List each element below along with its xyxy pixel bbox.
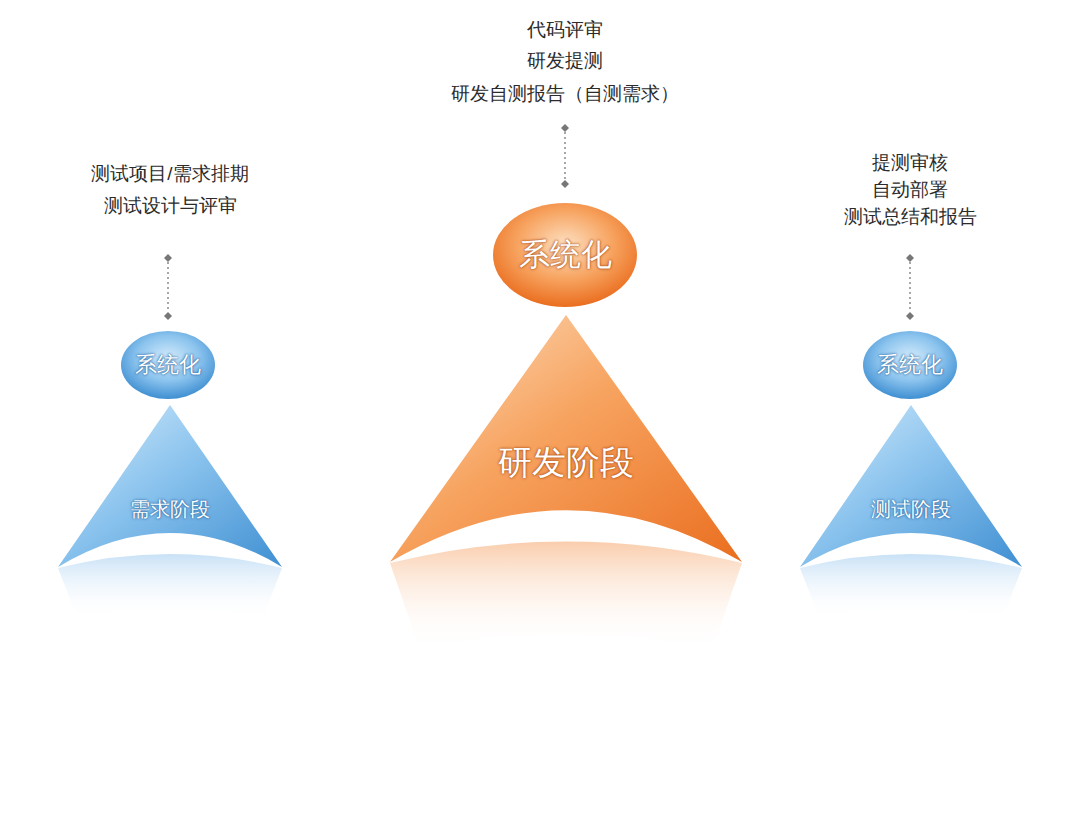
item-label: 自动部署 <box>872 177 948 203</box>
triangle-fill <box>58 405 282 567</box>
reflection <box>58 554 282 620</box>
triangle-shape <box>800 405 1022 567</box>
item-label: 代码评审 <box>527 17 603 43</box>
ellipse-node: 系统化 <box>120 330 216 400</box>
ellipse-label: 系统化 <box>877 350 943 380</box>
ellipse-node: 系统化 <box>862 330 958 400</box>
leader-dot <box>906 312 914 320</box>
stage-label: 需求阶段 <box>130 495 210 522</box>
ellipse-label: 系统化 <box>519 234 612 276</box>
leader-dot <box>164 312 172 320</box>
stage-triangle: 需求阶段 <box>58 405 282 567</box>
ellipse-label: 系统化 <box>135 350 201 380</box>
item-label: 研发自测报告（自测需求） <box>451 81 679 107</box>
item-label: 测试项目/需求排期 <box>91 161 248 187</box>
ellipse-fill <box>493 203 637 307</box>
item-label: 测试总结和报告 <box>844 204 977 230</box>
ellipse-fill <box>121 331 215 399</box>
leader-dot <box>561 180 569 188</box>
stage-label: 研发阶段 <box>498 440 634 486</box>
ellipse-node: 系统化 <box>492 202 638 308</box>
item-label: 测试设计与评审 <box>104 193 237 219</box>
stage-label: 测试阶段 <box>871 495 951 522</box>
triangle-shape <box>390 315 742 562</box>
reflection <box>800 554 1022 620</box>
leader-dot <box>906 254 914 262</box>
reflection <box>390 542 742 651</box>
triangle-fill <box>800 405 1022 567</box>
leader-dot <box>561 124 569 132</box>
leader-line <box>909 262 911 312</box>
triangle-fill <box>390 315 742 562</box>
leader-dot <box>164 254 172 262</box>
item-label: 提测审核 <box>872 150 948 176</box>
leader-line <box>564 132 566 180</box>
stage-triangle: 研发阶段 <box>390 315 742 562</box>
stage-triangle: 测试阶段 <box>800 405 1022 567</box>
triangle-shape <box>58 405 282 567</box>
ellipse-fill <box>863 331 957 399</box>
item-label: 研发提测 <box>527 48 603 74</box>
leader-line <box>167 262 169 312</box>
